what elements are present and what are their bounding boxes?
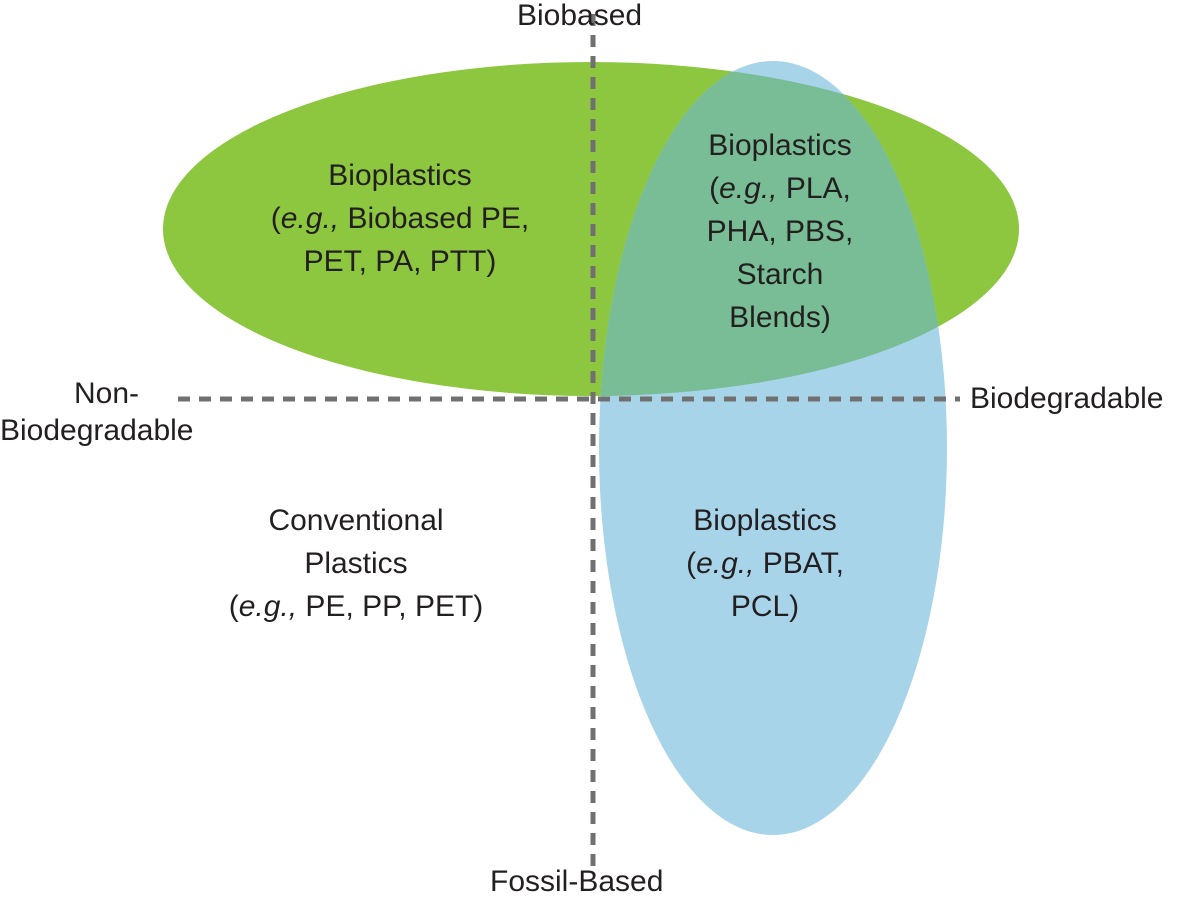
axis-label-non-line2: Biodegradable xyxy=(0,414,194,447)
label-fossil-nonbiodegradable: Conventional Plastics (e.g., PE, PP, PET… xyxy=(196,499,516,628)
label-text: Biobased PE, xyxy=(339,202,530,235)
label-fossil-biodegradable: Bioplastics (e.g., PBAT, PCL) xyxy=(650,499,880,628)
label-line: Bioplastics xyxy=(708,129,852,162)
eg-italic: e.g., xyxy=(696,547,755,580)
label-line: PET, PA, PTT) xyxy=(303,245,497,278)
label-line: (e.g., PBAT, xyxy=(686,547,844,580)
axis-label-biodegradable: Biodegradable xyxy=(970,382,1164,415)
label-line: (e.g., PE, PP, PET) xyxy=(228,590,484,623)
label-text: PLA, xyxy=(777,172,851,205)
axis-label-fossil-based: Fossil-Based xyxy=(490,865,664,898)
label-line: PHA, PBS, xyxy=(706,215,854,248)
label-line: PCL) xyxy=(730,590,800,623)
axis-label-non-line1: Non- xyxy=(74,377,140,410)
label-line: Blends) xyxy=(729,301,831,334)
eg-italic: e.g., xyxy=(238,590,298,623)
label-line: Conventional xyxy=(268,504,444,537)
label-line: Plastics xyxy=(304,547,408,580)
label-line: (e.g., Biobased PE, xyxy=(270,202,530,235)
label-line: Starch xyxy=(736,258,824,291)
label-text: PBAT, xyxy=(754,547,844,580)
eg-italic: e.g., xyxy=(280,202,340,235)
label-line: Bioplastics xyxy=(328,159,472,192)
label-line: Bioplastics xyxy=(693,504,837,537)
axis-label-biobased: Biobased xyxy=(517,0,643,32)
label-biobased-nonbiodegradable: Bioplastics (e.g., Biobased PE, PET, PA,… xyxy=(240,154,560,283)
label-text: PE, PP, PET) xyxy=(297,590,484,623)
eg-italic: e.g., xyxy=(719,172,778,205)
axis-label-non-biodegradable: Non- Biodegradable xyxy=(0,372,230,452)
label-biobased-biodegradable: Bioplastics (e.g., PLA, PHA, PBS, Starch… xyxy=(665,124,895,339)
overlap-region xyxy=(599,62,947,396)
label-line: (e.g., PLA, xyxy=(709,172,851,205)
